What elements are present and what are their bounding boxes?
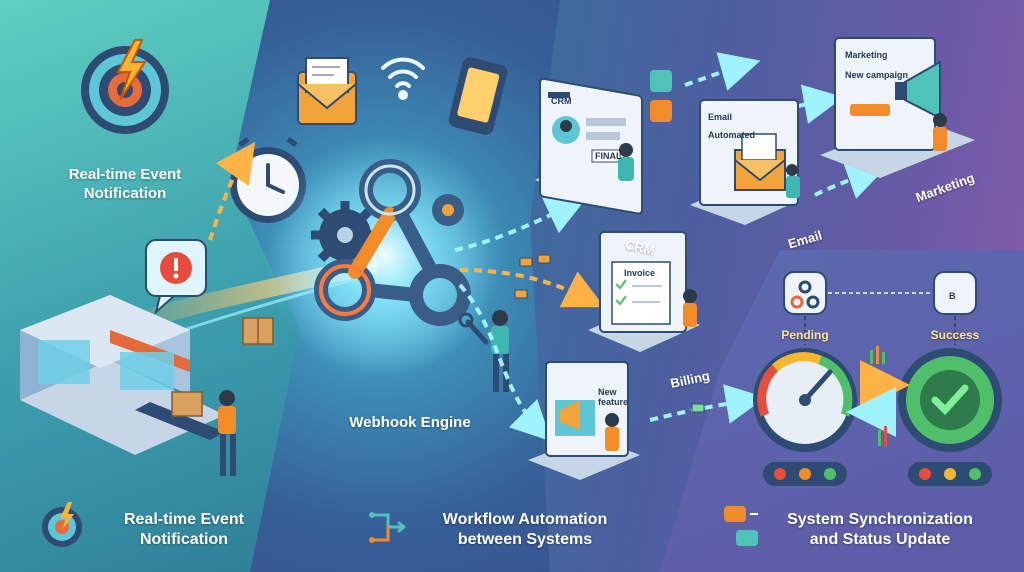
envelope-icon — [297, 57, 357, 125]
new-feature-card — [528, 361, 640, 480]
ab-sync-icon — [724, 506, 758, 546]
webhook-engine-label: Webhook Engine — [349, 414, 471, 431]
webhook-icon — [314, 159, 471, 326]
gauge-icon — [753, 348, 857, 452]
store-icon — [20, 295, 225, 455]
crm-card — [535, 70, 672, 215]
realtime-event-label: Real-time Event Notification — [68, 166, 182, 202]
marketing-card-title: Marketing — [845, 50, 888, 60]
status-lights-success — [908, 462, 992, 486]
email-card-title: Email — [708, 112, 732, 122]
pending-label: Pending — [781, 328, 829, 342]
workflow-icon — [369, 512, 406, 543]
alert-icon — [145, 239, 207, 315]
webhook-badge — [783, 271, 827, 315]
b-badge-letter: B — [949, 291, 956, 301]
package-icon — [135, 317, 274, 440]
status-lights-pending — [763, 462, 847, 486]
marketing-card — [820, 37, 975, 178]
crm-card-title: CRM — [551, 96, 572, 106]
bottom-target-icon — [42, 502, 82, 547]
equalizer-bars — [870, 346, 887, 446]
bottom-sync-label: System Synchronization and Status Update — [787, 511, 973, 548]
crm-card-field: FINAL — [595, 151, 622, 161]
marketing-card-subtitle: New campaign — [845, 70, 908, 80]
email-card — [690, 99, 800, 225]
check-icon — [898, 348, 1002, 452]
billing-card — [588, 231, 700, 352]
phone-icon — [448, 57, 508, 135]
person-store — [218, 390, 236, 476]
b-badge — [933, 271, 977, 315]
target-lightning-icon — [81, 39, 169, 134]
invoice-text: Invoice — [624, 268, 655, 278]
success-label: Success — [930, 328, 980, 342]
wifi-icon — [381, 57, 425, 100]
bottom-workflow-label: Workflow Automation between Systems — [442, 511, 608, 548]
bottom-realtime-label: Real-time Event Notification — [123, 511, 245, 548]
email-card-subtitle: Automated — [708, 130, 755, 140]
